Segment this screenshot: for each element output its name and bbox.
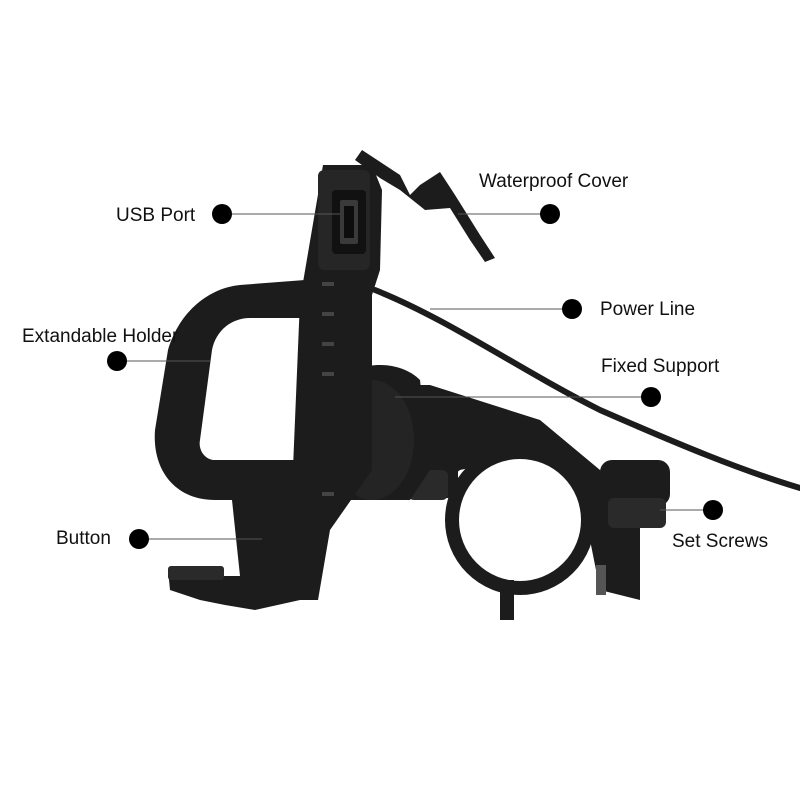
callout-dot-holder: [107, 351, 127, 371]
callout-dot-usb: [212, 204, 232, 224]
waterproof-cover: [355, 150, 495, 262]
callout-dot-screws: [703, 500, 723, 520]
callout-dot-power: [562, 299, 582, 319]
handlebar-clamp: [395, 385, 640, 620]
label-fixed-support: Fixed Support: [601, 356, 720, 377]
label-set-screws: Set Screws: [672, 531, 769, 552]
callout-lines: [117, 213, 713, 540]
callout-dots: [107, 204, 723, 549]
set-screw-right: [600, 460, 670, 528]
label-power-line: Power Line: [600, 299, 696, 320]
extandable-holder-arm: [154, 280, 305, 500]
callout-dot-cover: [540, 204, 560, 224]
label-button: Button: [56, 528, 111, 549]
lower-grip-jaw: [168, 500, 300, 610]
callout-dot-button: [129, 529, 149, 549]
label-usb-port: USB Port: [116, 205, 196, 226]
usb-port: [332, 190, 366, 254]
label-extandable-holder: Extandable Holder: [22, 326, 179, 347]
power-line-cable: [372, 287, 800, 491]
callout-dot-support: [641, 387, 661, 407]
label-waterproof-cover: Waterproof Cover: [479, 171, 629, 192]
